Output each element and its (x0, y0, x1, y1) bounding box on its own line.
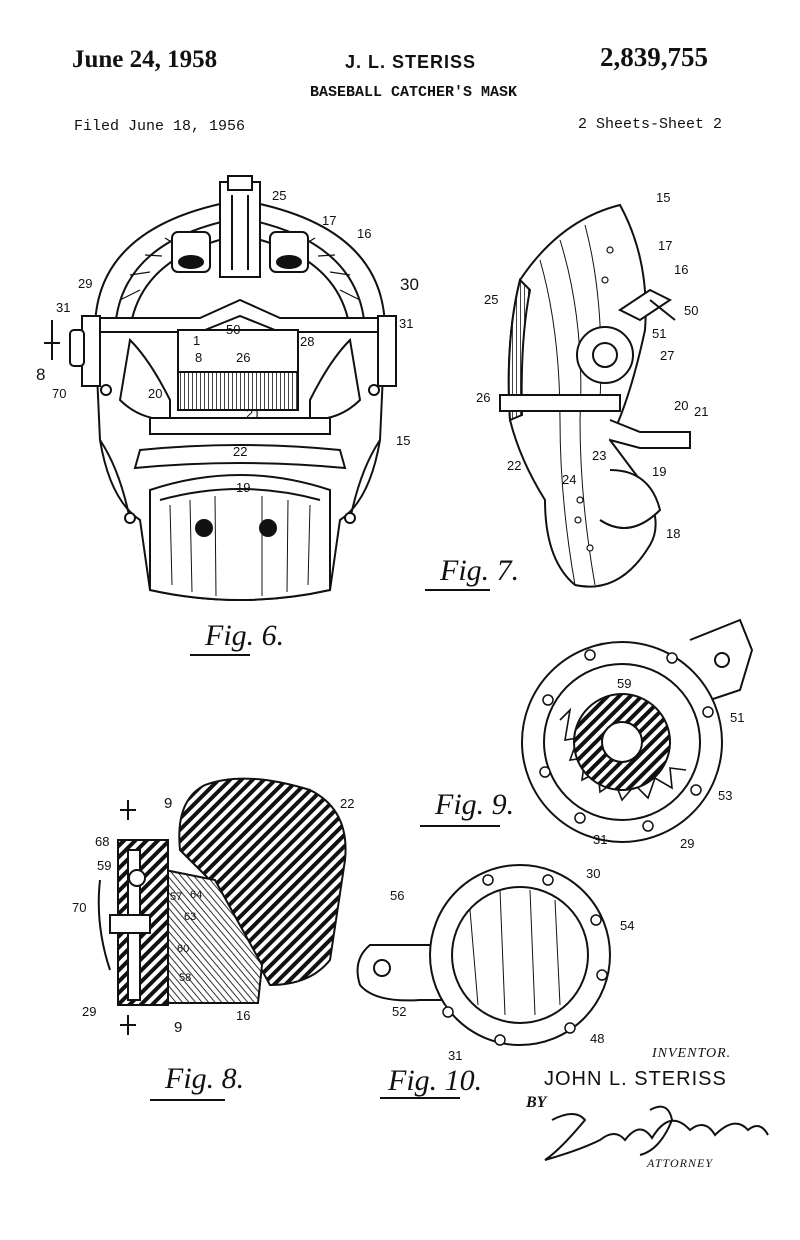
fig10-ref: 52 (392, 1004, 406, 1019)
fig8-ref: 70 (72, 900, 86, 915)
fig6-ref: 31 (399, 316, 413, 331)
fig6-ref: 31 (56, 300, 70, 315)
fig8-ref: 59 (97, 858, 111, 873)
fig6-ref: 20 (148, 386, 162, 401)
figure-6-caption: Fig. 6. (204, 619, 284, 652)
fig7-ref: 19 (652, 464, 666, 479)
fig9-ref: 53 (718, 788, 732, 803)
figure-8-section-view (97, 777, 347, 1035)
fig7-ref: 26 (476, 390, 490, 405)
fig10-ref: 54 (620, 918, 634, 933)
fig8-ref: 57 (170, 891, 182, 903)
figure-7-caption: Fig. 7. (439, 554, 519, 587)
fig8-ref: 29 (82, 1004, 96, 1019)
fig9-ref: 59 (617, 676, 631, 691)
fig6-ref: 1 (193, 333, 200, 348)
fig8-ref: 9 (174, 1019, 182, 1036)
fig9-ref: 31 (593, 832, 607, 847)
fig9-ref: 29 (680, 836, 694, 851)
patent-date: June 24, 1958 (72, 46, 218, 73)
fig10-ref: 31 (448, 1048, 462, 1063)
fig10-ref: 56 (390, 888, 404, 903)
fig6-ref: 8 (36, 365, 45, 384)
fig10-ref: 48 (590, 1031, 604, 1046)
fig10-ref: 30 (586, 866, 600, 881)
fig7-ref: 16 (674, 262, 688, 277)
sheet-count: 2 Sheets-Sheet 2 (578, 116, 723, 133)
fig6-ref: 28 (300, 334, 314, 349)
figure-9-reference-numerals: 59 51 53 31 29 (593, 676, 744, 851)
attorney-label: ATTORNEY (647, 1156, 714, 1170)
fig9-ref: 51 (730, 710, 744, 725)
fig8-ref: 22 (340, 796, 354, 811)
fig7-ref: 20 (674, 398, 688, 413)
fig7-ref: 27 (660, 348, 674, 363)
fig7-ref: 17 (658, 238, 672, 253)
fig6-ref: 15 (396, 433, 410, 448)
fig8-ref: 63 (184, 911, 196, 923)
patent-title: BASEBALL CATCHER'S MASK (310, 84, 518, 101)
fig6-ref: 16 (357, 226, 371, 241)
inventor-heading: INVENTOR. (652, 1046, 732, 1061)
fig6-ref: 19 (236, 480, 250, 495)
fig6-ref: 50 (226, 322, 240, 337)
by-label: BY (526, 1094, 547, 1111)
fig6-ref: 26 (236, 350, 250, 365)
fig8-ref: 60 (177, 943, 189, 955)
fig6-ref: 30 (400, 275, 419, 294)
figure-10-caption: Fig. 10. (387, 1064, 482, 1097)
fig7-ref: 23 (592, 448, 606, 463)
figure-7-reference-numerals: 15 17 16 25 50 51 27 26 20 21 22 23 19 2… (476, 190, 708, 541)
fig8-ref: 16 (236, 1008, 250, 1023)
inventor-short-name: J. L. STERISS (345, 52, 477, 72)
figure-6-reference-numerals: 25 17 16 29 30 31 31 50 1 8 26 28 8 70 2… (36, 188, 419, 495)
fig7-ref: 15 (656, 190, 670, 205)
fig7-ref: 25 (484, 292, 498, 307)
attorney-signature (544, 1105, 769, 1161)
figure-6-front-view (44, 175, 397, 601)
fig7-ref: 22 (507, 458, 521, 473)
inventor-name: JOHN L. STERISS (544, 1068, 727, 1090)
filed-date: Filed June 18, 1956 (74, 118, 246, 135)
fig6-ref: 70 (52, 386, 66, 401)
fig8-ref: 58 (179, 972, 191, 984)
fig6-ref: 21 (246, 406, 260, 421)
fig7-ref: 18 (666, 526, 680, 541)
patent-number: 2,839,755 (600, 42, 708, 72)
fig8-ref: 9 (164, 795, 172, 812)
fig7-ref: 21 (694, 404, 708, 419)
figure-10-ring-plate (356, 864, 611, 1046)
fig6-ref: 25 (272, 188, 286, 203)
fig7-ref: 51 (652, 326, 666, 341)
fig6-ref: 17 (322, 213, 336, 228)
figure-10-reference-numerals: 30 56 54 52 48 31 (390, 866, 634, 1063)
fig8-ref: 64 (190, 889, 202, 901)
fig8-ref: 68 (95, 834, 109, 849)
figure-8-caption: Fig. 8. (164, 1062, 244, 1095)
fig6-ref: 22 (233, 444, 247, 459)
figure-8-reference-numerals: 9 22 68 59 57 64 63 70 60 58 29 16 9 (72, 795, 354, 1036)
figure-7-side-view (499, 203, 691, 588)
figure-9-caption: Fig. 9. (434, 788, 514, 821)
fig7-ref: 24 (562, 472, 576, 487)
fig6-ref: 8 (195, 350, 202, 365)
fig6-ref: 29 (78, 276, 92, 291)
figure-9-gear-plate (521, 618, 754, 843)
fig7-ref: 50 (684, 303, 698, 318)
